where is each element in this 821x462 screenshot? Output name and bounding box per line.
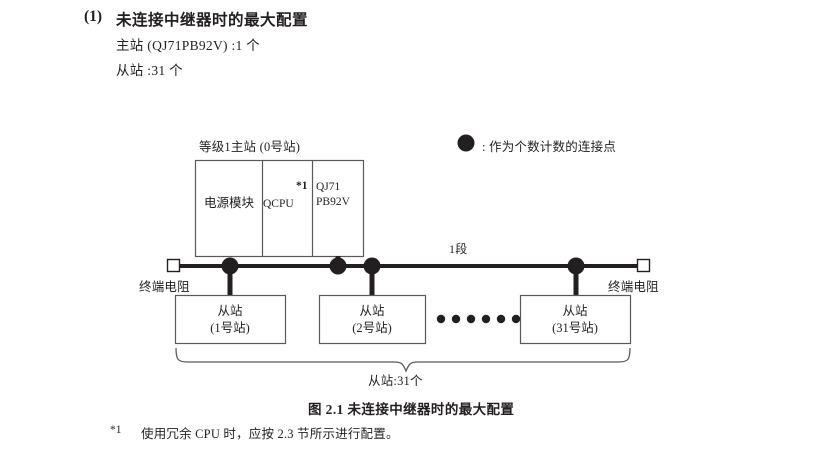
master-group-label: 等级1主站 (0号站) [199, 140, 301, 154]
page-title: 未连接中继器时的最大配置 [116, 12, 309, 29]
slave-count-label: 从站:31个 [368, 374, 423, 388]
footnote-mark: *1 [110, 424, 122, 436]
connection-point-master [329, 257, 347, 275]
slave-station-2-line2: (2号站) [352, 321, 392, 335]
slave-station-2-line1: 从站 [359, 304, 385, 318]
slave-station-1-label: 从站 (1号站) [175, 303, 285, 337]
connection-point-2 [363, 257, 381, 275]
slave-station-1-line2: (1号站) [210, 321, 250, 335]
terminator-right-symbol [636, 258, 651, 273]
footnote-text: 使用冗余 CPU 时，应按 2.3 节所示进行配置。 [141, 427, 399, 441]
heading-number: (1) [84, 8, 103, 25]
slave-station-1-line1: 从站 [217, 304, 243, 318]
spec-line-master: 主站 (QJ71PB92V) :1 个 [116, 38, 261, 53]
terminator-left-label: 终端电阻 [139, 280, 190, 294]
slave-station-31-line1: 从站 [562, 304, 588, 318]
qcpu-footnote-mark: *1 [296, 180, 308, 192]
ellipsis-dots [436, 314, 521, 324]
network-module-label-line2: PB92V [316, 196, 350, 208]
slave-station-31-label: 从站 (31号站) [520, 303, 630, 337]
spec-line-slave: 从站 :31 个 [116, 63, 183, 78]
terminator-left-symbol [166, 258, 181, 273]
slave-station-31-line2: (31号站) [552, 321, 598, 335]
segment-label: 1段 [449, 242, 468, 256]
network-module-label-line1: QJ71 [316, 181, 341, 193]
connection-point-31 [567, 257, 585, 275]
slave-station-2-label: 从站 (2号站) [319, 303, 425, 337]
power-module-label: 电源模块 [203, 196, 254, 210]
qcpu-label: QCPU [263, 198, 294, 210]
figure-caption: 图 2.1 未连接中继器时的最大配置 [308, 402, 515, 417]
legend-dot-icon [457, 134, 475, 152]
connection-point-1 [221, 257, 239, 275]
terminator-right-label: 终端电阻 [608, 280, 659, 294]
legend-label: : 作为个数计数的连接点 [482, 140, 616, 154]
slave-count-brace [175, 347, 631, 373]
